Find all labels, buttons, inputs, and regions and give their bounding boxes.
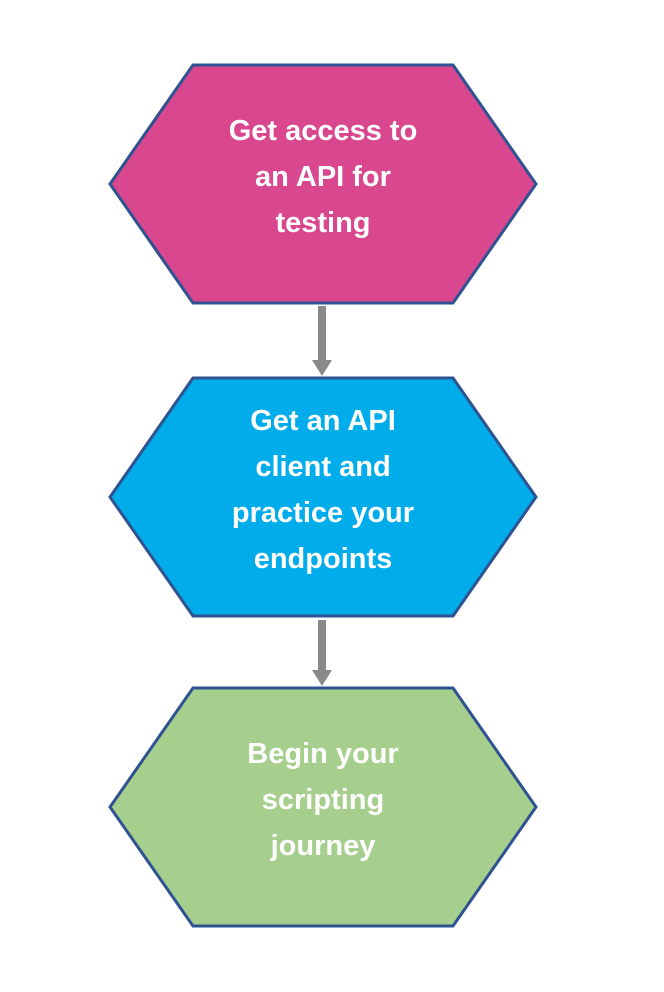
arrow-shaft xyxy=(318,620,326,670)
hexagon-shape xyxy=(108,63,538,305)
step-1-label: Get access to an API for testing xyxy=(228,115,418,239)
step-3-hexagon: Begin your scripting journey xyxy=(108,685,538,929)
arrow-down-icon xyxy=(312,360,332,376)
hexagon-shape-svg xyxy=(108,686,538,928)
step-2-label: Get an API client and practice your endp… xyxy=(231,405,415,575)
step-1-hexagon: Get access to an API for testing xyxy=(108,62,538,306)
hexagon-shape xyxy=(108,376,538,618)
step-2-hexagon: Get an API client and practice your endp… xyxy=(108,375,538,619)
hexagon-shape xyxy=(108,686,538,928)
arrow-down-icon xyxy=(312,670,332,686)
step-3-label: Begin your scripting journey xyxy=(247,738,399,862)
connector-arrow-2 xyxy=(311,620,333,686)
arrow-shaft xyxy=(318,306,326,360)
hexagon-shape-svg xyxy=(108,63,538,305)
connector-arrow-1 xyxy=(311,306,333,376)
hexagon-shape-svg xyxy=(108,376,538,618)
